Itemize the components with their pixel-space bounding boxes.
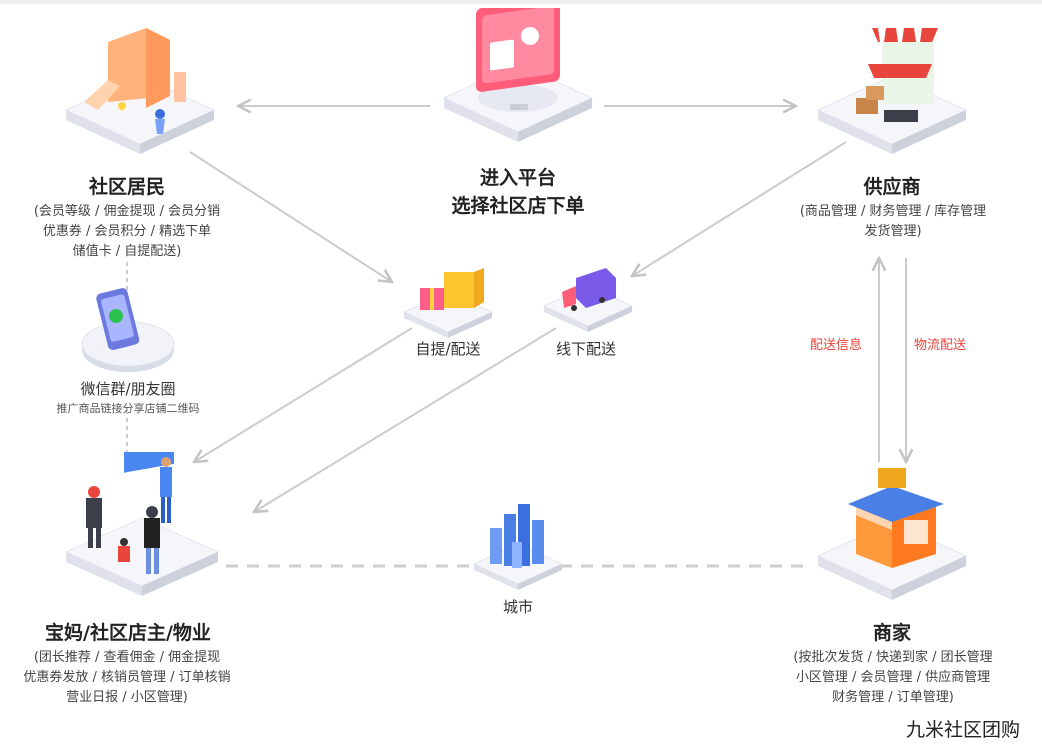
edge-label-delivery-info: 配送信息 bbox=[810, 338, 863, 353]
merchant-feature-line3: 财务管理 / 订单管理) bbox=[832, 690, 954, 705]
offline-label: 线下配送 bbox=[555, 340, 616, 358]
arrow-pickup-to-leaders bbox=[194, 327, 413, 462]
merchant-title: 商家 bbox=[872, 622, 911, 644]
cart-icon bbox=[884, 110, 918, 122]
pickup-illustration bbox=[402, 268, 494, 338]
leaders-feature-line3: 营业日报 / 小区管理) bbox=[66, 690, 188, 705]
edge-label-logistics: 物流配送 bbox=[914, 338, 967, 353]
leaders-feature-line1: (团长推荐 / 查看佣金 / 佣金提现 bbox=[33, 650, 221, 665]
brand-watermark: 九米社区团购 bbox=[905, 719, 1020, 741]
arrow-residents-to-pickup bbox=[189, 151, 392, 282]
pickup-label: 自提/配送 bbox=[415, 340, 481, 358]
person-icon bbox=[88, 486, 100, 498]
residents-feature-line1: (会员等级 / 佣金提现 / 会员分销 bbox=[33, 204, 221, 219]
supplier-illustration bbox=[816, 28, 968, 154]
wechat-illustration bbox=[81, 288, 175, 372]
city-illustration bbox=[472, 504, 564, 590]
platform-title-line1: 进入平台 bbox=[479, 167, 556, 189]
box-icon bbox=[856, 98, 878, 114]
residents-feature-line3: 储值卡 / 自提配送) bbox=[72, 244, 182, 259]
residents-feature-line2: 优惠券 / 会员积分 / 精选下单 bbox=[42, 224, 212, 239]
platform-illustration bbox=[442, 8, 594, 142]
top-divider bbox=[0, 0, 1042, 4]
city-label: 城市 bbox=[502, 598, 533, 616]
platform-title-line2: 选择社区店下单 bbox=[451, 195, 585, 217]
offline-illustration bbox=[542, 268, 634, 332]
arrow-offline-to-leaders bbox=[254, 327, 557, 512]
merchant-illustration bbox=[816, 468, 968, 600]
residents-illustration bbox=[64, 28, 216, 154]
arrow-supplier-to-offline bbox=[632, 141, 847, 276]
merchant-feature-line1: (按批次发货 / 快递到家 / 团长管理 bbox=[793, 650, 993, 665]
wechat-title: 微信群/朋友圈 bbox=[80, 380, 176, 398]
platform-logo-icon bbox=[521, 27, 539, 45]
truck-icon bbox=[576, 268, 616, 308]
leaders-title: 宝妈/社区店主/物业 bbox=[45, 622, 211, 644]
person-icon bbox=[155, 109, 165, 119]
leaders-feature-line2: 优惠券发放 / 核销员管理 / 订单核销 bbox=[23, 670, 231, 685]
supplier-title: 供应商 bbox=[863, 176, 921, 198]
supplier-feature-line2: 发货管理) bbox=[864, 224, 922, 239]
residents-title: 社区居民 bbox=[88, 176, 165, 198]
box-icon bbox=[878, 468, 906, 488]
building-icon bbox=[490, 528, 502, 564]
leaders-illustration bbox=[64, 452, 220, 596]
building-icon bbox=[174, 72, 186, 102]
supplier-feature-line1: (商品管理 / 财务管理 / 库存管理 bbox=[799, 204, 987, 219]
wechat-icon bbox=[109, 309, 123, 323]
wechat-subtitle: 推广商品链接分享店铺二维码 bbox=[56, 402, 200, 415]
merchant-feature-line2: 小区管理 / 会员管理 / 供应商管理 bbox=[795, 670, 991, 685]
